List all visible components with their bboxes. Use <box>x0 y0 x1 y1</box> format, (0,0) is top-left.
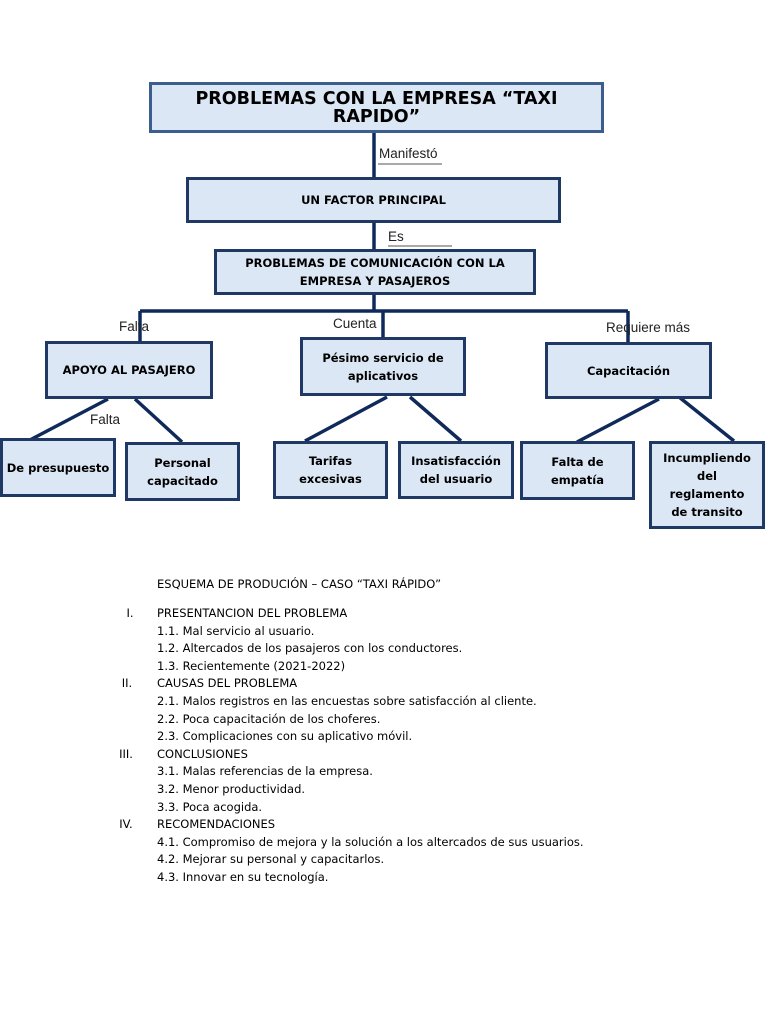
outline-item: 1.2. Altercados de los pasajeros con los… <box>157 641 463 656</box>
outline-item: 2.3. Complicaciones con su aplicativo mó… <box>157 729 413 744</box>
connector-servicio-tarifas <box>304 395 388 443</box>
node-factor-principal: UN FACTOR PRINCIPAL <box>186 177 561 223</box>
section-title: CONCLUSIONES <box>157 746 248 761</box>
edge-label-requiere-mas: Requiere más <box>606 320 691 335</box>
section-title: CAUSAS DEL PROBLEMA <box>157 676 298 691</box>
connector-servicio-insatisfaccion <box>408 395 463 443</box>
section-title: RECOMENDACIONES <box>157 817 276 832</box>
node-insatisfaccion-usuario: Insatisfacción del usuario <box>398 441 514 499</box>
section-number: III. <box>119 746 133 761</box>
outline-item: 3.1. Malas referencias de la empresa. <box>157 764 373 779</box>
section-number: I. <box>126 606 134 620</box>
connector-capacitacion-empatia <box>576 397 660 444</box>
node-falta-empatia: Falta de empatía <box>520 441 635 500</box>
section-number: IV. <box>119 817 133 832</box>
section-title: PRESENTANCION DEL PROBLEMA <box>157 606 348 620</box>
outline-item: 1.1. Mal servicio al usuario. <box>157 623 315 638</box>
edge-label-es: Es <box>388 229 404 244</box>
node-de-presupuesto: De presupuesto <box>0 438 116 497</box>
connector-apoyo-presupuesto <box>27 397 109 443</box>
connector-capacitacion-reglamento <box>677 395 736 443</box>
outline-item: 3.2. Menor productividad. <box>157 781 306 796</box>
node-incumpliendo-reglamento: Incumpliendo del reglamento de transito <box>649 441 765 529</box>
node-tarifas-excesivas: Tarifas excesivas <box>273 441 388 499</box>
outline-item: 4.3. Innovar en su tecnología. <box>157 869 329 884</box>
outline-item: 4.1. Compromiso de mejora y la solución … <box>157 834 584 849</box>
edge-label-manifesto: Manifestó <box>379 146 438 161</box>
outline-item: 2.1. Malos registros en las encuestas so… <box>157 693 537 708</box>
node-capacitacion: Capacitación <box>545 342 712 399</box>
edge-label-falta-apoyo: Falta <box>119 319 150 334</box>
outline-item: 4.2. Mejorar su personal y capacitarlos. <box>157 852 385 867</box>
outline-item: 3.3. Poca acogida. <box>157 799 263 814</box>
node-apoyo-pasajero: APOYO AL PASAJERO <box>45 341 213 399</box>
outline-heading: ESQUEMA DE PRODUCIÓN – CASO “TAXI RÁPIDO… <box>157 577 442 591</box>
edge-label-falta-children: Falta <box>90 412 121 427</box>
diagram-title: PROBLEMAS CON LA EMPRESA “TAXI RAPIDO” <box>149 82 604 133</box>
node-personal-capacitado: Personal capacitado <box>125 442 240 501</box>
node-pesimo-servicio: Pésimo servicio de aplicativos <box>300 337 466 396</box>
node-problemas-comunicacion: PROBLEMAS DE COMUNICACIÓN CON LA EMPRESA… <box>214 249 536 295</box>
outline-item: 2.2. Poca capacitación de los choferes. <box>157 711 381 726</box>
connector-apoyo-personal <box>133 397 184 444</box>
outline-item: 1.3. Recientemente (2021-2022) <box>157 658 346 673</box>
section-number: II. <box>121 676 133 691</box>
edge-label-cuenta: Cuenta <box>333 316 377 331</box>
